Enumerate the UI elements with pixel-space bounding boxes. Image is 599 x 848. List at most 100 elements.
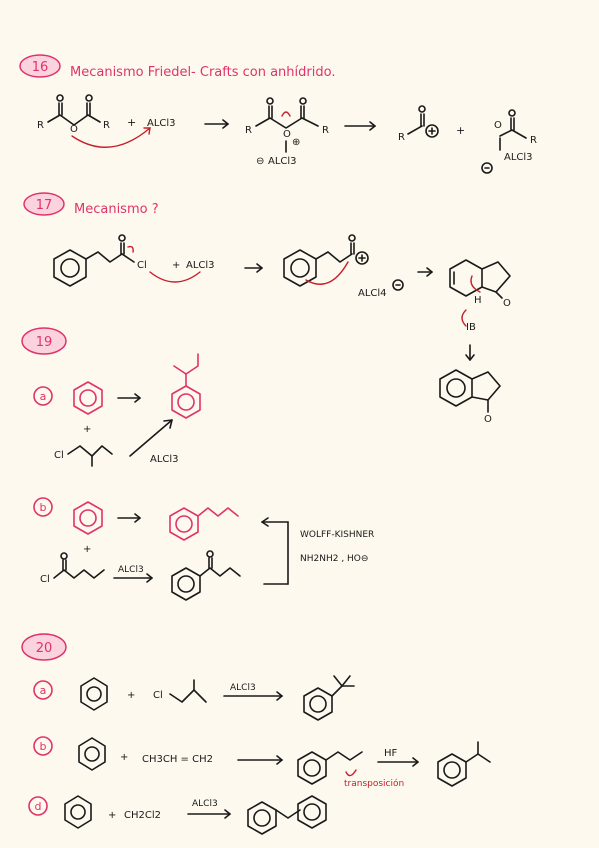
part-label bbox=[33, 386, 53, 406]
problem-20d: d + CH2Cl2 ALCl3 bbox=[28, 795, 327, 835]
tert-butylbenzene bbox=[303, 687, 333, 721]
hydrogen: H bbox=[474, 295, 482, 306]
svg-text:R: R bbox=[322, 125, 329, 136]
problem-number-badge bbox=[21, 327, 67, 355]
benzene-ring bbox=[53, 249, 87, 287]
anhydride-skeleton bbox=[47, 114, 101, 126]
electron-arrow bbox=[281, 111, 291, 117]
chlorine: Cl bbox=[40, 574, 50, 585]
benzene-ring bbox=[73, 381, 103, 415]
chlorine: Cl bbox=[153, 690, 163, 701]
svg-text:⊖: ⊖ bbox=[256, 156, 264, 167]
alcl4-anion: ALCl4 bbox=[358, 288, 387, 299]
part-label bbox=[33, 497, 53, 517]
problem-title: Mecanismo Friedel- Crafts con anhídrido. bbox=[70, 65, 335, 80]
svg-text:19: 19 bbox=[36, 335, 53, 350]
svg-text:O: O bbox=[494, 120, 502, 131]
benzene-ring bbox=[78, 737, 106, 771]
problem-number-badge bbox=[23, 192, 65, 216]
svg-text:⊕: ⊕ bbox=[292, 137, 300, 148]
problem-number-badge bbox=[19, 54, 61, 78]
svg-text:17: 17 bbox=[36, 198, 53, 213]
acyl-chloride bbox=[53, 569, 105, 579]
electron-arrow bbox=[149, 271, 201, 283]
base: IB bbox=[466, 322, 476, 333]
reaction-conditions: NH2NH2 , HO⊖ bbox=[300, 554, 368, 564]
chlorine: Cl bbox=[137, 260, 147, 271]
benzene-ring bbox=[283, 249, 317, 287]
svg-text:ALCl3: ALCl3 bbox=[504, 152, 533, 163]
svg-text:+: + bbox=[83, 544, 91, 555]
svg-text:+: + bbox=[108, 810, 116, 821]
benzene-ring bbox=[73, 501, 103, 535]
svg-text:+: + bbox=[120, 752, 128, 763]
propene: CH3CH = CH2 bbox=[142, 754, 213, 765]
part-label bbox=[33, 680, 53, 700]
problem-19-header: 19 bbox=[21, 327, 67, 355]
benzene-ring bbox=[80, 677, 108, 711]
problem-20b: b + CH3CH = CH2 transposición HF bbox=[33, 736, 491, 789]
sec-butylbenzene bbox=[171, 385, 201, 419]
svg-text:R: R bbox=[530, 135, 537, 146]
alkyl-halide bbox=[67, 445, 113, 457]
svg-text:a: a bbox=[40, 684, 47, 697]
alcl3-bound: ALCl3 bbox=[268, 156, 297, 167]
pentanophenone bbox=[171, 567, 201, 601]
svg-text:O: O bbox=[484, 414, 492, 425]
svg-text:b: b bbox=[40, 740, 47, 753]
reaction-arrow bbox=[129, 419, 173, 457]
svg-text:+: + bbox=[456, 124, 465, 137]
electron-arrow bbox=[470, 275, 481, 293]
cumene bbox=[437, 753, 467, 787]
svg-text:20: 20 bbox=[36, 641, 53, 656]
pentylbenzene bbox=[169, 507, 199, 541]
reaction-name: WOLFF-KISHNER bbox=[300, 530, 374, 540]
electron-arrow bbox=[305, 261, 349, 285]
problem-20a: a + Cl ALCl3 bbox=[33, 675, 355, 721]
part-label bbox=[28, 796, 48, 816]
indanone bbox=[439, 369, 473, 407]
acylium-ion bbox=[407, 125, 423, 135]
hydride-shift-arrow bbox=[345, 769, 357, 777]
alcl3-reagent: ALCl3 bbox=[230, 683, 256, 693]
carboxylate-alcl3 bbox=[499, 129, 527, 139]
bridging-oxygen: O bbox=[70, 124, 78, 135]
base-arrow bbox=[461, 309, 467, 327]
anhydride-mechanism: R R O + ALCl3 R R O ⊕ ⊖ ALCl3 R + bbox=[37, 94, 537, 174]
svg-text:R: R bbox=[245, 125, 252, 136]
svg-text:+: + bbox=[127, 116, 136, 129]
svg-text:O: O bbox=[503, 298, 511, 309]
svg-text:a: a bbox=[40, 390, 47, 403]
problem-20-header: 20 bbox=[21, 633, 67, 661]
problem-title: Mecanismo ? bbox=[74, 202, 159, 217]
svg-text:O: O bbox=[283, 129, 291, 140]
svg-text:+: + bbox=[172, 260, 180, 271]
alcl3-reagent: ALCl3 bbox=[192, 799, 218, 809]
r-group: R bbox=[103, 120, 110, 131]
propylbenzene-cation bbox=[297, 751, 327, 785]
part-label bbox=[33, 736, 53, 756]
problem-19a: a + Cl ALCl3 bbox=[33, 353, 201, 467]
benzene-ring bbox=[64, 795, 92, 829]
problem-number: 16 bbox=[32, 60, 49, 75]
problem-19b: b WOLFF-KISHNER NH2NH2 , HO⊖ + Cl ALCl3 bbox=[33, 497, 374, 601]
problem-17-header: 17 Mecanismo ? bbox=[23, 192, 159, 217]
svg-text:+: + bbox=[127, 690, 135, 701]
problem-number-badge bbox=[21, 633, 67, 661]
chlorine: Cl bbox=[54, 450, 64, 461]
svg-text:R: R bbox=[398, 132, 405, 143]
r-group: R bbox=[37, 120, 44, 131]
electron-arrow bbox=[127, 245, 134, 253]
alcl3-reagent: ALCl3 bbox=[118, 565, 144, 575]
alcl3-reagent: ALCl3 bbox=[150, 454, 179, 465]
intramolecular-acylation: Cl + ALCl3 ALCl4 O H IB bbox=[53, 234, 511, 425]
problem-16-header: 16 Mecanismo Friedel- Crafts con anhídri… bbox=[19, 54, 335, 80]
diphenylmethane bbox=[247, 801, 277, 835]
isobutyl-chloride bbox=[169, 689, 207, 703]
dichloromethane: CH2Cl2 bbox=[124, 810, 161, 821]
hf-reagent: HF bbox=[384, 748, 398, 759]
svg-text:+: + bbox=[83, 424, 91, 435]
alcl3-reagent: ALCl3 bbox=[186, 260, 215, 271]
alcl3-reagent: ALCl3 bbox=[147, 118, 176, 129]
